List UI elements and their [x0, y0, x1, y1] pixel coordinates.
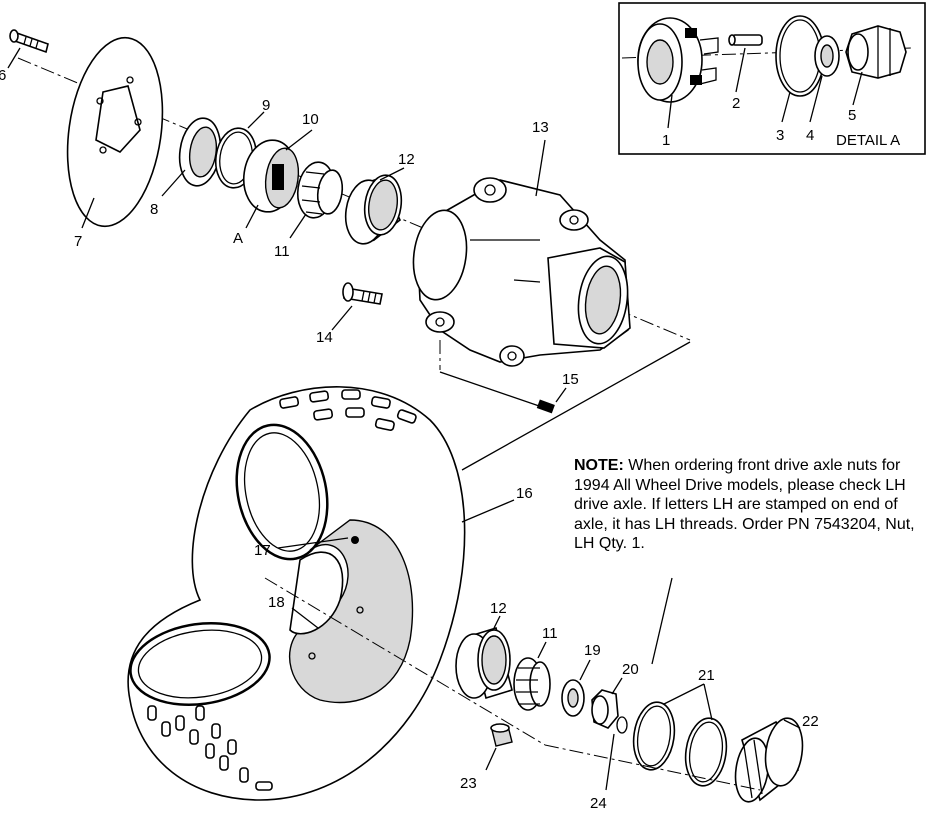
detail-a-title: DETAIL A	[836, 132, 900, 149]
bearing-part-11-lower: 11	[513, 625, 558, 711]
o-ring-part-21: 21	[632, 667, 728, 787]
hub-cap-part-22: 22	[734, 713, 819, 803]
washer-part-19: 19	[561, 642, 601, 717]
brake-disc-part-7: 7	[66, 36, 164, 250]
bearing-part-11-upper: 11	[274, 161, 344, 260]
callout-10: 10	[302, 111, 319, 128]
detail-nut-part-5	[845, 25, 907, 79]
rim-part-18: 17 18	[254, 519, 546, 746]
bearing-race-part-12-upper: 12	[344, 151, 415, 245]
hub-part-13: 13	[412, 119, 631, 367]
callout-24: 24	[590, 795, 607, 812]
detail-ring-part-3	[775, 15, 825, 97]
callout-6: 6	[0, 67, 6, 84]
bearing-race-part-12-lower: 12	[455, 600, 513, 700]
seal-part-8: 8	[150, 117, 222, 218]
callout-11-lower: 11	[542, 625, 558, 642]
callout-12-lower: 12	[490, 600, 507, 617]
callout-11-upper: 11	[274, 243, 290, 260]
ordering-note: NOTE: When ordering front drive axle nut…	[574, 456, 919, 554]
pin-part-24: 24	[590, 716, 628, 812]
bolt-part-6: 6	[0, 29, 49, 84]
note-heading: NOTE:	[574, 457, 624, 474]
detail-a-inset: 1 2 3 4 5 DETAIL A	[618, 2, 926, 155]
callout-17: 17	[254, 542, 271, 559]
callout-4: 4	[806, 127, 814, 144]
tire-tread	[147, 389, 417, 791]
callout-13: 13	[532, 119, 549, 136]
plug-part-23: 23	[460, 723, 513, 792]
nut-part-20: 20	[591, 577, 673, 729]
bolt-part-15: 15	[536, 371, 579, 414]
callout-14: 14	[316, 329, 333, 346]
callout-5: 5	[848, 107, 856, 124]
callout-7: 7	[74, 233, 82, 250]
callout-9: 9	[262, 97, 270, 114]
callout-21: 21	[698, 667, 715, 684]
callout-12-upper: 12	[398, 151, 415, 168]
callout-20: 20	[622, 661, 639, 678]
detail-pin-part-2	[728, 34, 763, 46]
callout-A: A	[233, 230, 243, 247]
detail-collar-part-1	[637, 17, 719, 103]
collar-assembly-part-10: 10 A	[233, 111, 319, 247]
callout-8: 8	[150, 201, 158, 218]
callout-19: 19	[584, 642, 601, 659]
callout-16: 16	[516, 485, 533, 502]
callout-1: 1	[662, 132, 670, 149]
callout-3: 3	[776, 127, 784, 144]
callout-23: 23	[460, 775, 477, 792]
callout-15: 15	[562, 371, 579, 388]
detail-washer-part-4	[814, 35, 840, 77]
stud-part-14: 14	[316, 282, 383, 346]
callout-2: 2	[732, 95, 740, 112]
note-text: When ordering front drive axle nuts for …	[574, 457, 915, 552]
callout-18: 18	[268, 594, 285, 611]
callout-22: 22	[802, 713, 819, 730]
